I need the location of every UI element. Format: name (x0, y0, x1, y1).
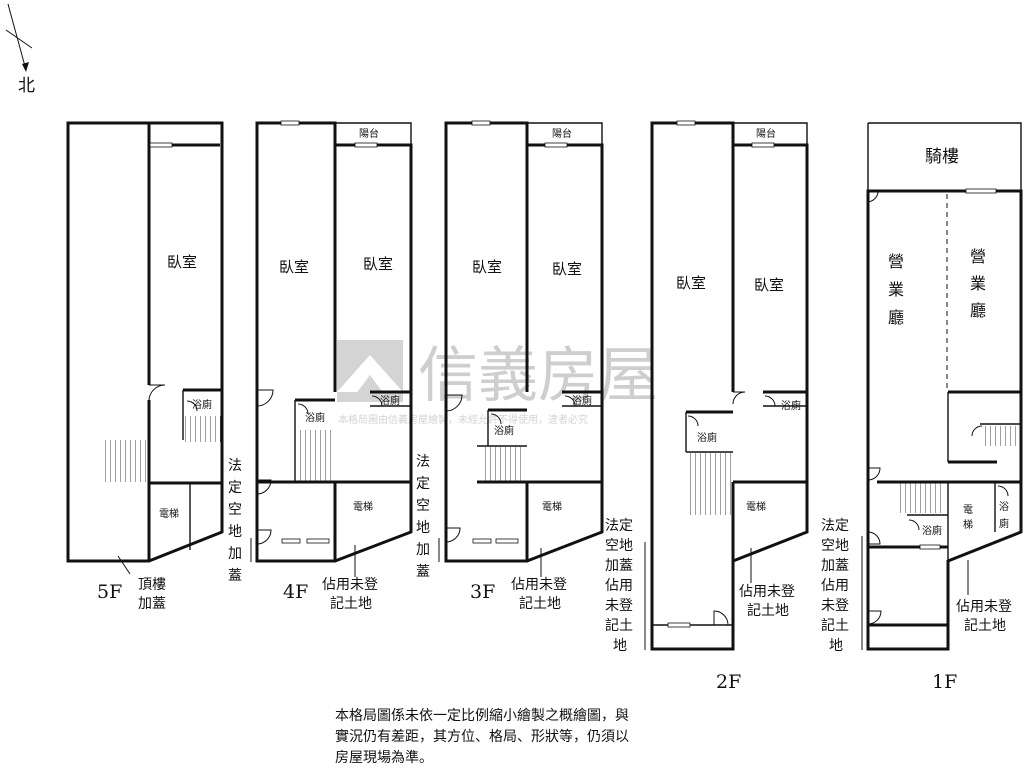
disclaimer-line: 實況仍有差距，其方位、格局、形狀等，仍須以 (335, 728, 629, 745)
room-label: 臥室 (167, 253, 197, 271)
unregistered-land-note: 佔用未登記土地 (739, 584, 795, 619)
stairs-icon (982, 426, 1020, 446)
floor-3f: 陽台 臥室 臥室 浴廁 浴廁 電梯 3F 法定空地加蓋 佔用未登記土地 (416, 120, 604, 612)
rooftop-addition-note: 頂樓加蓋 (138, 577, 166, 612)
room-label: 臥室 (472, 258, 502, 276)
stairs-icon (688, 453, 731, 515)
north-arrow-icon (7, 3, 27, 71)
elevator-label: 電梯 (353, 500, 373, 513)
floor-5f: 臥室 浴廁 電梯 5F 頂樓加蓋 (66, 121, 224, 612)
floor-4f: 陽台 臥室 臥室 浴廁 浴廁 電梯 4F 法定空地加蓋 佔用未登記土地 (228, 120, 413, 612)
bath-label: 浴廁 (305, 411, 325, 424)
stairs-icon (296, 430, 334, 481)
business-hall-label: 營業廳 (970, 247, 986, 320)
elevator-label: 電梯 (963, 504, 973, 531)
room-label: 臥室 (676, 274, 706, 292)
bath-label: 浴廁 (192, 398, 212, 411)
balcony-label: 陽台 (359, 127, 379, 140)
arcade-label: 騎樓 (925, 147, 959, 167)
north-compass: 北 (5, 3, 35, 96)
legal-open-space-note: 法定空地加蓋佔用未登記土地 (605, 518, 633, 654)
balcony-label: 陽台 (756, 127, 776, 140)
room-label: 臥室 (754, 276, 784, 294)
elevator-label: 電梯 (746, 500, 766, 513)
stairs-icon (896, 483, 944, 513)
legal-open-space-note: 法定空地加蓋佔用未登記土地 (821, 518, 849, 654)
disclaimer: 本格局圖係未依一定比例縮小繪製之概繪圖，與 實況仍有差距，其方位、格局、形狀等，… (335, 707, 629, 766)
balcony-label: 陽台 (552, 127, 572, 140)
floor-2f: 陽台 臥室 臥室 浴廁 浴廁 電梯 2F 法定空地加蓋佔用未登記土地 佔用未登記… (605, 120, 809, 693)
business-hall-label: 營業廳 (888, 252, 904, 327)
legal-open-space-note: 法定空地加蓋 (228, 458, 242, 584)
floor-label-4f: 4F (283, 581, 308, 603)
north-label: 北 (18, 76, 35, 96)
bath-label: 浴廁 (697, 431, 717, 444)
floor-1f: 騎樓 營業廳 營業廳 浴廁 浴廁 電梯 1F 法定空地加蓋佔用未登記土地 佔用未… (821, 122, 1023, 693)
bath-label: 浴廁 (999, 501, 1009, 530)
unregistered-land-note: 佔用未登記土地 (956, 599, 1012, 634)
bath-label: 浴廁 (781, 399, 801, 412)
stairs-icon (485, 447, 525, 481)
stairs-icon (184, 416, 221, 442)
floor-label-2f: 2F (716, 671, 741, 693)
floor-label-3f: 3F (470, 581, 495, 603)
bath-label: 浴廁 (494, 424, 514, 437)
bath-label: 浴廁 (922, 524, 942, 537)
stairs-icon (101, 440, 147, 482)
disclaimer-line: 房屋現場為準。 (335, 750, 433, 766)
floor-label-5f: 5F (97, 581, 122, 603)
unregistered-land-note: 佔用未登記土地 (322, 577, 378, 612)
floor-label-1f: 1F (932, 671, 957, 693)
room-label: 臥室 (552, 260, 582, 278)
unregistered-land-note: 佔用未登記土地 (511, 577, 567, 612)
room-label: 臥室 (279, 258, 309, 276)
legal-open-space-note: 法定空地加蓋 (416, 454, 430, 580)
room-label: 臥室 (363, 255, 393, 273)
bath-label: 浴廁 (572, 394, 592, 407)
elevator-label: 電梯 (159, 507, 179, 520)
watermark: 信義房屋 本格局圖由信義房屋繪製，未經允許不得使用，違者必究 (337, 340, 658, 426)
bath-label: 浴廁 (380, 394, 400, 407)
disclaimer-line: 本格局圖係未依一定比例縮小繪製之概繪圖，與 (335, 707, 629, 724)
elevator-label: 電梯 (542, 500, 562, 513)
watermark-brand: 信義房屋 (418, 341, 658, 411)
watermark-notice: 本格局圖由信義房屋繪製，未經允許不得使用，違者必究 (338, 413, 588, 426)
